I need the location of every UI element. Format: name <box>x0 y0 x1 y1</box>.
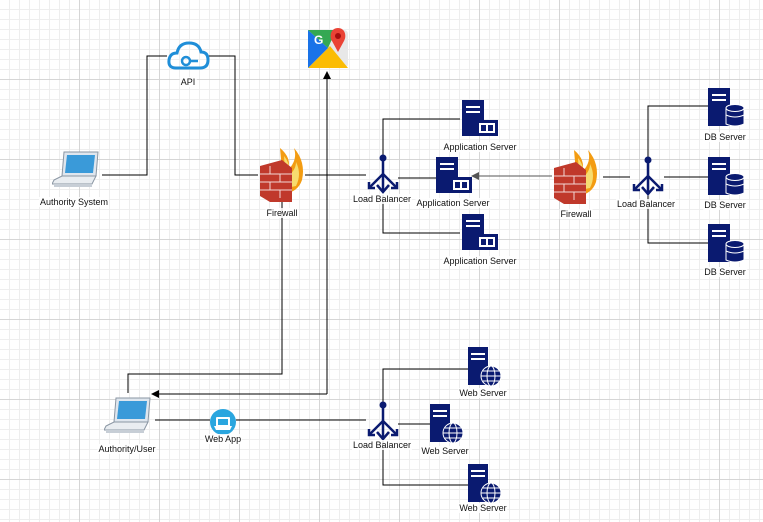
authority-user-node[interactable] <box>103 396 154 438</box>
database-icon <box>708 224 745 263</box>
server-icon <box>436 157 472 193</box>
app-server-node-1[interactable] <box>460 98 500 138</box>
load-balancer-icon <box>632 156 664 196</box>
authority-system-label: Authority System <box>38 197 110 207</box>
load-balancer-db-node[interactable] <box>631 156 665 196</box>
db-server-2-label: DB Server <box>703 200 747 210</box>
wire-lb-db-server-1 <box>647 105 708 160</box>
server-icon <box>468 347 502 387</box>
api-node[interactable] <box>166 38 210 74</box>
firewall-icon <box>260 148 303 202</box>
load-balancer-icon <box>367 154 399 194</box>
google-maps-icon: G <box>308 28 348 68</box>
web-server-node-3[interactable] <box>466 462 502 504</box>
load-balancer-web-node[interactable] <box>366 401 400 441</box>
wire-lb-web-server-3 <box>382 441 468 486</box>
web-server-node-2[interactable] <box>428 402 464 444</box>
app-server-2-label: Application Server <box>415 198 491 208</box>
wire-api-firewall <box>208 55 258 176</box>
google-maps-node[interactable]: G <box>306 26 350 70</box>
firewall-2-label: Firewall <box>559 209 593 219</box>
wire-lb-web-server-1 <box>382 368 468 404</box>
web-server-3-label: Web Server <box>458 503 508 513</box>
db-server-node-3[interactable] <box>706 222 746 264</box>
server-icon <box>468 464 502 504</box>
server-icon <box>462 214 498 250</box>
app-server-node-3[interactable] <box>460 212 500 252</box>
db-server-node-1[interactable] <box>706 86 746 128</box>
app-server-node-2[interactable] <box>434 155 474 195</box>
authority-system-node[interactable] <box>51 150 102 192</box>
firewall-icon <box>554 150 597 204</box>
db-server-node-2[interactable] <box>706 155 746 197</box>
server-icon <box>462 100 498 136</box>
web-server-2-label: Web Server <box>420 446 470 456</box>
authority-user-label: Authority/User <box>97 444 157 454</box>
app-server-3-label: Application Server <box>442 256 518 266</box>
lb-app-label: Load Balancer <box>351 194 413 204</box>
db-server-1-label: DB Server <box>703 132 747 142</box>
lb-web-label: Load Balancer <box>351 440 413 450</box>
api-label: API <box>179 77 197 87</box>
db-server-3-label: DB Server <box>703 267 747 277</box>
laptop-icon <box>103 397 151 433</box>
lb-db-label: Load Balancer <box>615 199 677 209</box>
web-app-icon <box>210 409 236 435</box>
svg-text:G: G <box>314 33 323 47</box>
app-server-1-label: Application Server <box>442 142 518 152</box>
wire-lb-app-server-3 <box>382 195 460 234</box>
web-app-label: Web App <box>203 434 243 444</box>
web-server-1-label: Web Server <box>458 388 508 398</box>
wire-firewall-user <box>127 198 283 393</box>
load-balancer-app-node[interactable] <box>366 154 400 194</box>
wire-lb-db-server-3 <box>647 194 708 244</box>
load-balancer-icon <box>367 401 399 441</box>
cloud-api-icon <box>167 41 210 70</box>
firewall-node-2[interactable] <box>552 148 600 204</box>
web-server-node-1[interactable] <box>466 345 502 387</box>
database-icon <box>708 157 745 196</box>
wire-lb-app-server-1 <box>382 118 460 158</box>
web-app-node[interactable] <box>209 408 237 436</box>
wire-authority-system-api <box>102 55 167 176</box>
server-icon <box>430 404 464 444</box>
firewall-1-label: Firewall <box>265 208 299 218</box>
database-icon <box>708 88 745 127</box>
laptop-icon <box>51 151 99 187</box>
firewall-node-1[interactable] <box>258 146 306 202</box>
